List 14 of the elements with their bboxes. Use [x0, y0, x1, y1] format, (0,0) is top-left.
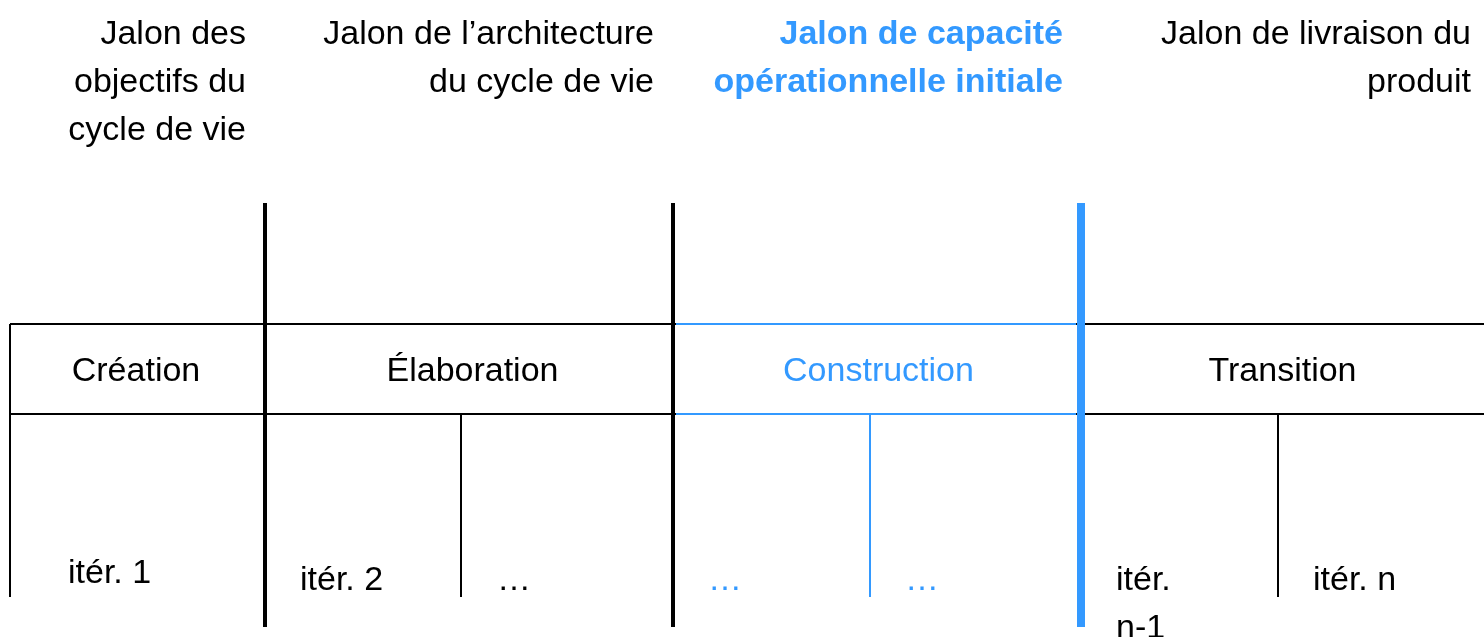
milestone-label: Jalon de livraison du produit [1160, 12, 1471, 101]
iteration-label: itér. 2 [300, 558, 384, 599]
phase-label: Construction [782, 349, 975, 390]
iteration-label: … [708, 558, 742, 599]
milestone-label: Jalon des objectifs du cycle de vie [67, 12, 246, 149]
phase-label: Élaboration [385, 349, 560, 390]
iteration-label: … [497, 558, 531, 599]
iteration-label: itér. n [1313, 558, 1397, 599]
phase-label: Transition [1207, 349, 1358, 390]
phase-label: Création [70, 349, 202, 390]
milestone-label: Jalon de capacité opérationnelle initiale [712, 12, 1063, 101]
iteration-label: … [905, 558, 939, 599]
iteration-label: itér. 1 [68, 551, 152, 592]
milestone-label: Jalon de l’architecture du cycle de vie [322, 12, 654, 101]
